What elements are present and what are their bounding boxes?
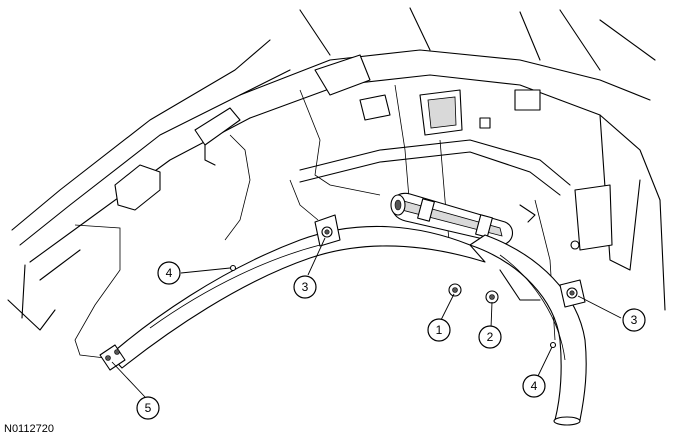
svg-text:3: 3 <box>631 313 638 327</box>
callout-5: 5 <box>136 396 160 420</box>
callout-2: 2 <box>478 325 502 349</box>
svg-text:2: 2 <box>487 330 494 344</box>
svg-text:1: 1 <box>436 323 443 337</box>
exhaust-tubes <box>99 225 587 426</box>
callout-3-right: 3 <box>622 308 646 332</box>
hanger-rods <box>74 84 556 359</box>
svg-text:4: 4 <box>531 379 538 393</box>
muffler-assembly <box>390 192 536 245</box>
callout-4-right: 4 <box>522 374 546 398</box>
vehicle-body-outline <box>7 7 666 331</box>
svg-text:4: 4 <box>166 266 173 280</box>
callout-1: 1 <box>427 318 451 342</box>
leader-lines <box>111 237 622 398</box>
figure-reference-id: N0112720 <box>4 423 54 435</box>
svg-text:5: 5 <box>145 401 152 415</box>
callout-3-left: 3 <box>293 275 317 299</box>
svg-text:3: 3 <box>302 280 309 294</box>
callout-4-left: 4 <box>157 261 181 285</box>
fasteners <box>229 214 586 349</box>
